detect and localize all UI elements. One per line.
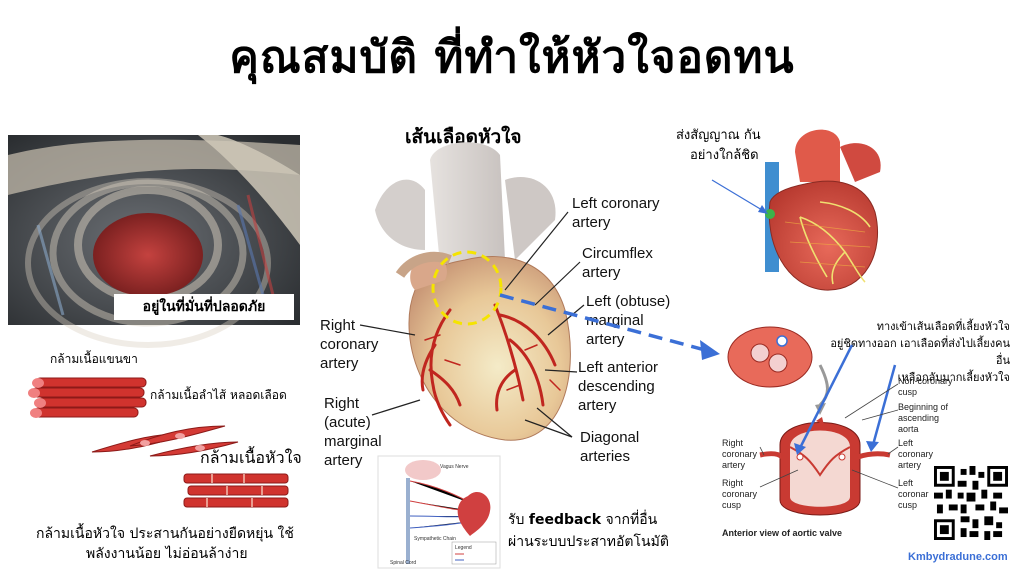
label-right-acute-marginal-artery: Right (acute) marginal artery bbox=[324, 395, 382, 469]
qr-code[interactable] bbox=[934, 466, 1008, 540]
muscle-description: กล้ามเนื้อหัวใจ ประสานกันอย่างยืดหยุ่น ใ… bbox=[36, 524, 336, 564]
smooth-muscle-illustration bbox=[91, 425, 239, 457]
muscle-description-line2: พลังงานน้อย ไม่อ่อนล้าง่าย bbox=[86, 546, 248, 562]
skeletal-muscle-illustration bbox=[28, 377, 147, 418]
aortic-note: ทางเข้าเส้นเลือดที่เลี้ยงหัวใจ อยู่ชิดทา… bbox=[822, 318, 1010, 386]
label-left-coronary-cusp: Left coronar cusp bbox=[898, 478, 929, 510]
aortic-caption: Anterior view of aortic valve bbox=[722, 528, 843, 538]
nerve-autonomic-text: ผ่านระบบประสาทอัตโนมัติ bbox=[508, 534, 669, 550]
website-label[interactable]: Kmbydradune.com bbox=[908, 551, 1008, 563]
feedback-word: feedback bbox=[528, 512, 602, 528]
label-diagonal-arteries: Diagonal arteries bbox=[580, 429, 640, 465]
muscle-description-line1: กล้ามเนื้อหัวใจ ประสานกันอย่างยืดหยุ่น ใ… bbox=[36, 526, 294, 542]
aortic-note-line1: ทางเข้าเส้นเลือดที่เลี้ยงหัวใจ bbox=[876, 320, 1010, 333]
smooth-muscle-label: กล้ามเนื้อลำไส้ หลอดเลือด bbox=[150, 388, 287, 402]
label-left-coronary-artery-small: Left coronary artery bbox=[898, 438, 934, 470]
nerve-feedback-text: รับ feedback จากที่อื่น bbox=[508, 512, 658, 528]
chest-caption: อยู่ในที่มั่นที่ปลอดภัย bbox=[114, 294, 294, 320]
conduction-line2: อย่างใกล้ชิด bbox=[690, 148, 759, 163]
label-beginning-ascending-aorta: Beginning of ascending aorta bbox=[898, 402, 949, 434]
nerve-diagram: Vagus Nerve Sympathetic Chain Spinal Cor… bbox=[377, 455, 501, 569]
nerve-legend-label: Legend bbox=[455, 545, 472, 551]
label-non-coronary-cusp: Non-coronary cusp bbox=[898, 376, 953, 397]
page-title: คุณสมบัติ ที่ทำให้หัวใจอดทน bbox=[229, 32, 795, 83]
label-right-coronary-artery: Right coronary artery bbox=[320, 317, 379, 372]
aortic-valve-illustration bbox=[727, 326, 891, 516]
cardiac-muscle-label: กล้ามเนื้อหัวใจ bbox=[200, 448, 302, 467]
label-right-coronary-cusp: Right coronary cusp bbox=[722, 478, 758, 510]
nerve-sympathetic-label: Sympathetic Chain bbox=[414, 536, 456, 542]
label-left-obtuse-marginal-artery: Left (obtuse) marginal artery bbox=[586, 293, 671, 348]
label-left-coronary-artery: Left coronary artery bbox=[572, 195, 660, 231]
cardiac-muscle-illustration bbox=[183, 473, 289, 508]
label-left-anterior-descending-artery: Left anterior descending artery bbox=[578, 359, 659, 414]
nerve-vagus-label: Vagus Nerve bbox=[440, 464, 469, 470]
aortic-note-line3: เหลือกลับมากเลี้ยงหัวใจ bbox=[897, 371, 1010, 384]
conduction-line1: ส่งสัญญาณ กัน bbox=[676, 128, 761, 143]
nerve-spinal-label: Spinal Cord bbox=[390, 560, 416, 566]
conduction-heart-illustration bbox=[765, 129, 881, 291]
skeletal-muscle-label: กล้ามเนื้อแขนขา bbox=[50, 352, 138, 366]
aortic-note-line2: อยู่ชิดทางออก เอาเลือดที่ส่งไปเลี้ยงคนอื… bbox=[830, 337, 1010, 367]
label-circumflex-artery: Circumflex artery bbox=[582, 245, 653, 281]
label-right-coronary-artery-small: Right coronary artery bbox=[722, 438, 758, 470]
coronary-heading: เส้นเลือดหัวใจ bbox=[405, 126, 522, 148]
